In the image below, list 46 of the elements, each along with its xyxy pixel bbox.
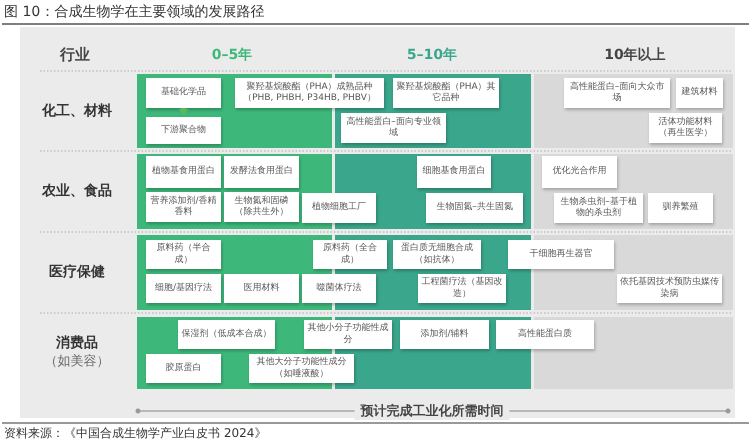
roadmap-box: 发酵法食用蛋白 (224, 156, 299, 188)
roadmap-box: 医用材料 (224, 274, 299, 303)
row-header: 化工、材料 (42, 102, 112, 120)
roadmap-box: 依托基因技术预防虫媒传染病 (617, 274, 722, 303)
roadmap-box: 植物细胞工厂 (302, 193, 376, 223)
roadmap-box: 聚羟基烷酸酯（PHA）其它品种 (393, 78, 499, 108)
column-header: 0–5年 (212, 46, 252, 64)
roadmap-box: 干细胞再生器官 (508, 240, 614, 269)
row-subheader: （如美容） (44, 353, 110, 370)
column-header: 行业 (60, 46, 90, 64)
roadmap-box: 保湿剂（低成本合成） (178, 320, 275, 349)
roadmap-box: 蛋白质无细胞合成（如抗体） (393, 240, 481, 269)
roadmap-box: 其他大分子功能性成分（如唾液酸） (249, 354, 354, 383)
roadmap-box: 添加剂/辅料 (400, 320, 489, 349)
roadmap-box: 细胞基食用蛋白 (417, 156, 491, 188)
source-note: 资料来源：《中国合成生物学产业白皮书 2024》 (4, 425, 266, 442)
roadmap-box: 胶原蛋白 (146, 354, 221, 383)
roadmap-box: 驯养繁殖 (648, 193, 713, 223)
roadmap-box: 细胞/基因疗法 (146, 274, 221, 303)
roadmap-box: 建筑材料 (676, 78, 723, 108)
roadmap-box: 其他小分子功能性成分 (304, 320, 392, 349)
roadmap-box: 原料药（半合成） (146, 240, 221, 269)
row-header: 消费品 (56, 334, 98, 352)
roadmap-box: 高性能蛋白质 (496, 320, 594, 349)
column-header: 5–10年 (406, 46, 458, 64)
axis-title: 预计完成工业化所需时间 (354, 402, 510, 420)
roadmap-box: 原料药（全合成） (313, 240, 387, 269)
roadmap-box: 营养添加剂/香精香料 (146, 192, 221, 222)
row-header: 医疗保健 (49, 263, 105, 281)
roadmap-box: 活体功能材料（再生医学） (649, 113, 722, 143)
figure-title: 图 10：合成生物学在主要领域的发展路径 (4, 3, 264, 21)
roadmap-box: 高性能蛋白–面向专业领域 (341, 113, 446, 143)
roadmap-box: 聚羟基烷酸酯（PHA）成熟品种（PHB, PHBH, P34HB, PHBV） (235, 78, 384, 108)
roadmap-box: 高性能蛋白–面向大众市场 (564, 78, 670, 108)
row-header: 农业、食品 (42, 182, 112, 200)
roadmap-box: 下游聚合物 (146, 117, 221, 144)
arrow (178, 108, 188, 115)
roadmap-box: 生物氮和固磷（除共生外） (224, 192, 299, 222)
column-header: 10年以上 (604, 46, 666, 64)
roadmap-box: 生物固氮–共生固氮 (426, 193, 523, 223)
roadmap-box: 基础化学品 (146, 78, 221, 108)
roadmap-box: 优化光合作用 (542, 156, 617, 188)
roadmap-box: 工程菌疗法（基因改造） (418, 274, 506, 303)
roadmap-box: 植物基食用蛋白 (146, 156, 221, 188)
roadmap-box: 生物杀虫剂–基于植物的杀虫剂 (554, 193, 643, 223)
roadmap-box: 噬菌体疗法 (302, 274, 376, 303)
